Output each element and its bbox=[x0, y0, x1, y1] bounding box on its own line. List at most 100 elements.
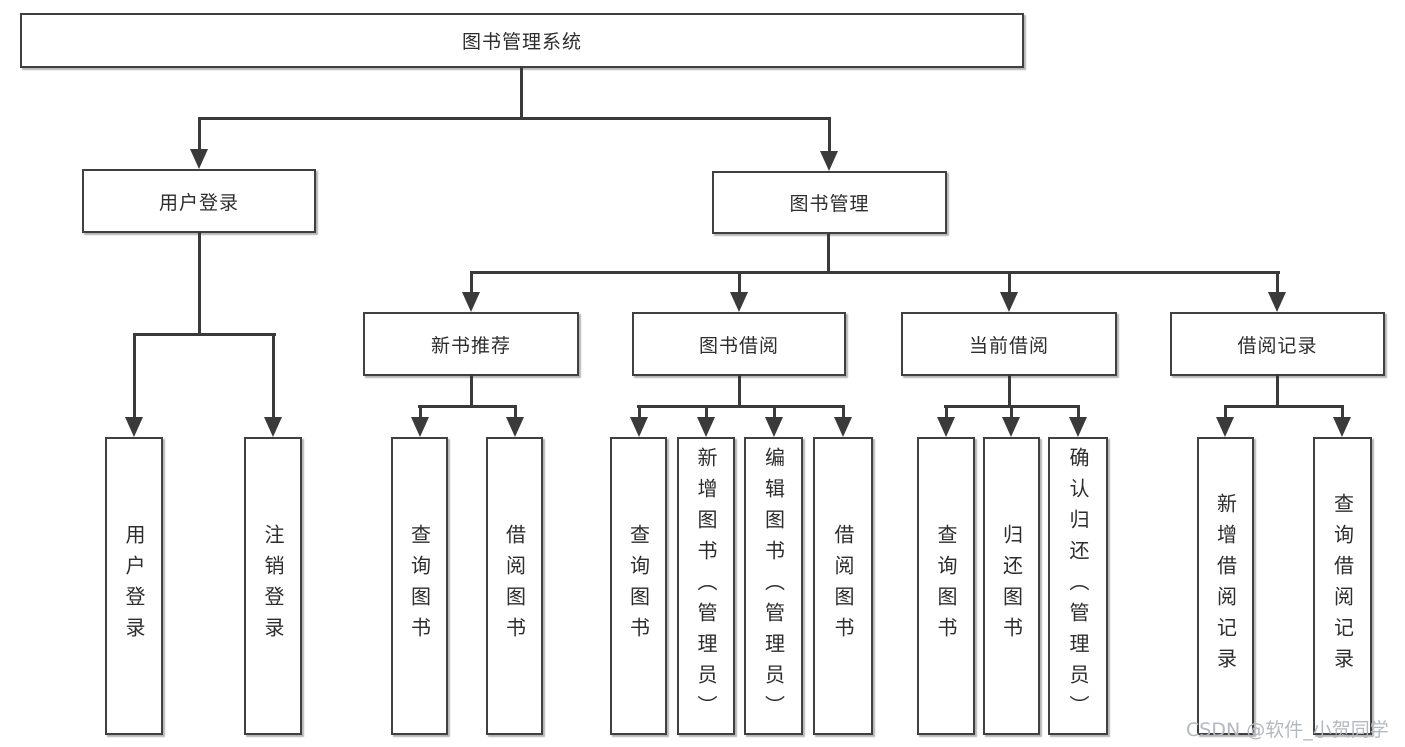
arrow-head-icon bbox=[937, 417, 955, 437]
leaf-edit-book-admin: 编辑图书（管理员） bbox=[744, 437, 803, 735]
connector-arrow-add-record bbox=[1216, 405, 1234, 437]
connector-arrow-leaf-logout bbox=[264, 333, 282, 437]
connector-arrow-edit-book bbox=[765, 405, 783, 437]
leaf-return-book-label: 归还图书 bbox=[999, 524, 1024, 648]
arrow-head-icon bbox=[1069, 417, 1087, 437]
connector-arrow-user-login bbox=[190, 117, 208, 169]
connector-records-stub bbox=[1276, 374, 1279, 407]
connector-arrow-new-book-recommend bbox=[462, 271, 480, 312]
leaf-borrow-book-newbook-label: 借阅图书 bbox=[502, 524, 527, 648]
node-root-label: 图书管理系统 bbox=[461, 31, 582, 53]
arrow-shaft bbox=[1007, 271, 1011, 292]
leaf-query-book-newbook-label: 查询图书 bbox=[407, 524, 432, 648]
connector-arrow-confirm-return bbox=[1069, 405, 1087, 437]
leaf-query-borrow-record-label: 查询借阅记录 bbox=[1330, 493, 1355, 679]
arrow-shaft bbox=[197, 117, 201, 149]
node-book-borrowing-label: 图书借阅 bbox=[698, 334, 779, 357]
leaf-add-book-admin: 新增图书（管理员） bbox=[677, 437, 735, 735]
connector-arrow-book-management bbox=[820, 117, 838, 171]
arrow-head-icon bbox=[834, 417, 852, 437]
leaf-query-book-current-label: 查询图书 bbox=[934, 524, 958, 648]
leaf-query-book-borrow: 查询图书 bbox=[610, 437, 667, 735]
node-borrowing-records-label: 借阅记录 bbox=[1237, 334, 1318, 357]
connector-arrow-leaf-user-login bbox=[125, 333, 143, 437]
connector-arrow-borrow-book-newbook bbox=[506, 405, 524, 437]
csdn-watermark: CSDN @软件_小贺同学 bbox=[1186, 719, 1389, 741]
arrow-shaft bbox=[772, 405, 776, 417]
node-book-management-label: 图书管理 bbox=[789, 193, 870, 215]
leaf-return-book: 归还图书 bbox=[983, 437, 1040, 735]
leaf-borrow-book-newbook: 借阅图书 bbox=[486, 437, 543, 735]
connector-arrow-query-book-borrow bbox=[630, 405, 648, 437]
leaf-add-book-admin-label: 新增图书（管理员） bbox=[694, 446, 718, 726]
arrow-shaft bbox=[469, 271, 473, 292]
node-borrowing-records: 借阅记录 bbox=[1170, 312, 1385, 376]
connector-current-stub bbox=[1008, 374, 1011, 407]
arrow-shaft bbox=[1009, 405, 1013, 417]
node-user-login: 用户登录 bbox=[82, 169, 316, 233]
arrow-head-icon bbox=[506, 417, 524, 437]
leaf-user-login: 用户登录 bbox=[105, 437, 163, 735]
connector-newbook-stub bbox=[470, 374, 473, 407]
arrow-shaft bbox=[1275, 271, 1279, 292]
node-book-management: 图书管理 bbox=[712, 171, 947, 234]
node-current-borrowing: 当前借阅 bbox=[901, 312, 1117, 376]
arrow-head-icon bbox=[630, 417, 648, 437]
connector-arrow-query-book-newbook bbox=[411, 405, 429, 437]
leaf-query-book-borrow-label: 查询图书 bbox=[626, 524, 651, 648]
connector-user-login-stub bbox=[198, 232, 201, 336]
arrow-shaft bbox=[513, 405, 517, 417]
arrow-head-icon bbox=[697, 417, 715, 437]
connector-arrow-query-record bbox=[1333, 405, 1351, 437]
arrow-shaft bbox=[704, 405, 708, 417]
leaf-logout: 注销登录 bbox=[244, 437, 302, 735]
arrow-shaft bbox=[132, 333, 136, 417]
leaf-confirm-return-admin: 确认归还（管理员） bbox=[1048, 437, 1108, 735]
arrow-head-icon bbox=[1333, 417, 1351, 437]
arrow-head-icon bbox=[190, 149, 208, 169]
leaf-query-borrow-record: 查询借阅记录 bbox=[1313, 437, 1372, 735]
arrow-shaft bbox=[944, 405, 948, 417]
node-new-book-recommend: 新书推荐 bbox=[363, 312, 579, 376]
connector-arrow-borrowing-records bbox=[1268, 271, 1286, 312]
arrow-shaft bbox=[737, 271, 741, 292]
arrow-head-icon bbox=[125, 417, 143, 437]
arrow-head-icon bbox=[1268, 292, 1286, 312]
connector-borrowing-leaves-branch bbox=[637, 405, 845, 408]
arrow-shaft bbox=[271, 333, 275, 417]
connector-arrow-borrow-book-borrow bbox=[834, 405, 852, 437]
leaf-logout-label: 注销登录 bbox=[261, 524, 285, 648]
leaf-user-login-label: 用户登录 bbox=[122, 524, 146, 648]
arrow-head-icon bbox=[264, 417, 282, 437]
arrow-shaft bbox=[1223, 405, 1227, 417]
leaf-query-book-current: 查询图书 bbox=[917, 437, 975, 735]
connector-arrow-current-borrowing bbox=[1000, 271, 1018, 312]
arrow-head-icon bbox=[820, 151, 838, 171]
arrow-head-icon bbox=[765, 417, 783, 437]
connector-user-leaves-branch bbox=[133, 333, 276, 336]
arrow-shaft bbox=[1340, 405, 1344, 417]
node-user-login-label: 用户登录 bbox=[158, 191, 239, 214]
leaf-confirm-return-admin-label: 确认归还（管理员） bbox=[1066, 446, 1090, 726]
leaf-edit-book-admin-label: 编辑图书（管理员） bbox=[761, 446, 786, 726]
node-new-book-recommend-label: 新书推荐 bbox=[430, 334, 511, 357]
arrow-head-icon bbox=[730, 292, 748, 312]
arrow-shaft bbox=[637, 405, 641, 417]
connector-records-leaves-branch bbox=[1224, 405, 1344, 408]
arrow-head-icon bbox=[411, 417, 429, 437]
connector-book-mgmt-stub bbox=[827, 233, 830, 274]
arrow-shaft bbox=[841, 405, 845, 417]
connector-root-stub bbox=[520, 66, 523, 118]
arrow-shaft bbox=[418, 405, 422, 417]
leaf-query-book-newbook: 查询图书 bbox=[391, 437, 448, 735]
connector-arrow-book-borrowing bbox=[730, 271, 748, 312]
arrow-head-icon bbox=[1000, 292, 1018, 312]
node-book-borrowing: 图书借阅 bbox=[632, 312, 846, 376]
connector-l3-branch bbox=[470, 271, 1280, 274]
leaf-add-borrow-record: 新增借阅记录 bbox=[1197, 437, 1254, 735]
leaf-borrow-book-borrow-label: 借阅图书 bbox=[831, 524, 855, 648]
leaf-add-borrow-record-label: 新增借阅记录 bbox=[1213, 493, 1238, 679]
connector-borrowing-stub bbox=[738, 374, 741, 407]
arrow-head-icon bbox=[1216, 417, 1234, 437]
